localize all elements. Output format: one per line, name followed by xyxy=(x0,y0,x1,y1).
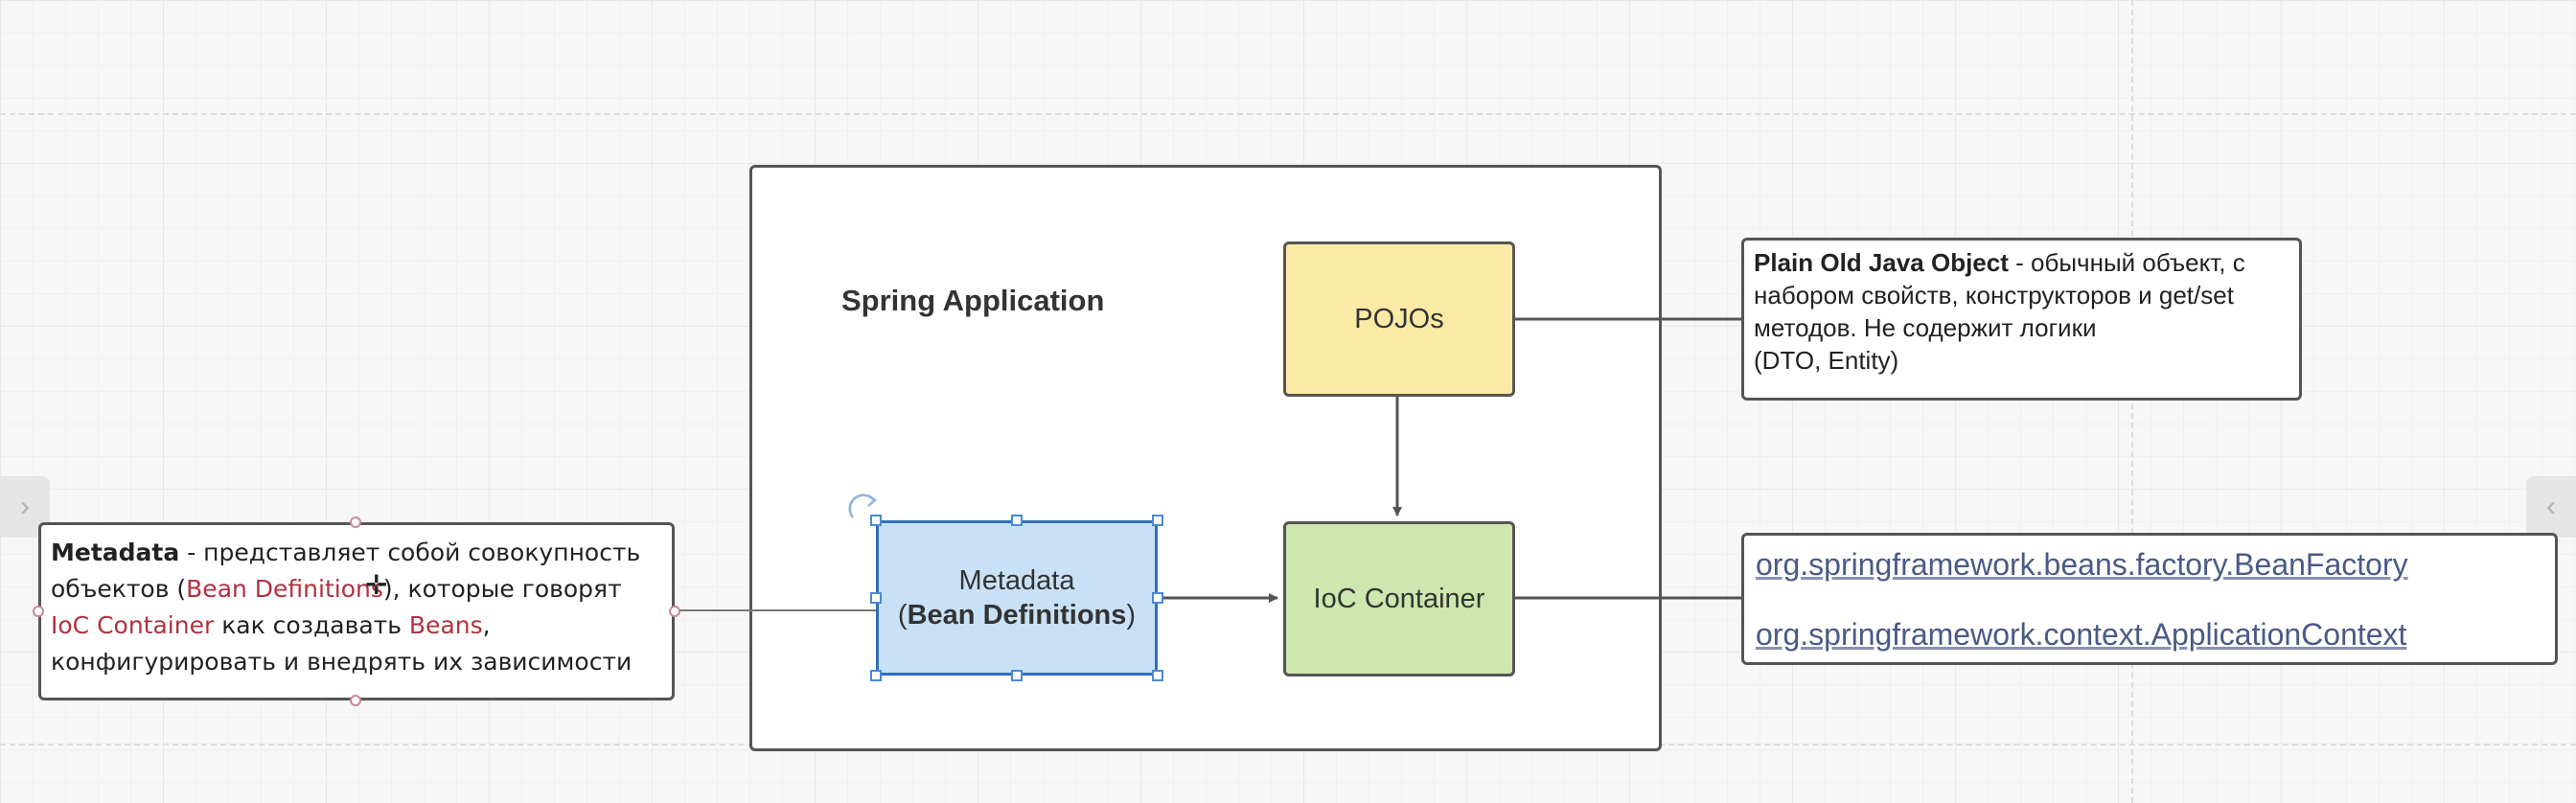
chevron-left-icon: ‹ xyxy=(2546,491,2556,522)
metadata-note-title: Metadata xyxy=(51,539,180,566)
metadata-description-note[interactable]: Metadata - представляет собой совокупнос… xyxy=(38,522,675,700)
connection-point-top[interactable] xyxy=(350,516,361,528)
resize-handle-w[interactable] xyxy=(870,592,882,604)
ioc-container-node[interactable]: IoC Container xyxy=(1283,521,1515,677)
application-context-link[interactable]: org.springframework.context.ApplicationC… xyxy=(1756,617,2407,652)
connection-point-right[interactable] xyxy=(669,606,680,617)
spring-interfaces-note[interactable]: org.springframework.beans.factory.BeanFa… xyxy=(1741,533,2558,665)
ioc-container-highlight: IoC Container xyxy=(51,611,215,639)
resize-handle-se[interactable] xyxy=(1152,670,1163,681)
container-title: Spring Application xyxy=(841,284,1105,317)
pojos-label: POJOs xyxy=(1354,304,1444,334)
pojo-note-text: - обычный объект, с набором свойств, кон… xyxy=(1754,248,2245,342)
metadata-node[interactable]: Metadata (Bean Definitions) xyxy=(876,520,1158,676)
resize-handle-sw[interactable] xyxy=(870,670,882,681)
resize-handle-nw[interactable] xyxy=(870,515,882,526)
guide-line-right xyxy=(2131,0,2133,803)
right-panel-toggle[interactable]: ‹ xyxy=(2526,476,2576,538)
beans-highlight: Beans xyxy=(408,611,483,639)
resize-handle-ne[interactable] xyxy=(1152,515,1163,526)
metadata-label: Metadata xyxy=(958,565,1075,596)
chevron-right-icon: › xyxy=(20,491,30,522)
ioc-container-label: IoC Container xyxy=(1313,584,1485,614)
bean-factory-link[interactable]: org.springframework.beans.factory.BeanFa… xyxy=(1756,547,2408,582)
pojo-note-examples: (DTO, Entity) xyxy=(1754,346,1899,375)
resize-handle-s[interactable] xyxy=(1011,670,1023,681)
bean-definitions-highlight: Bean Definitions xyxy=(186,575,383,603)
guide-line-top xyxy=(0,113,2576,115)
resize-handle-e[interactable] xyxy=(1152,592,1163,604)
connection-point-bottom[interactable] xyxy=(350,695,361,706)
pojo-description-note[interactable]: Plain Old Java Object - обычный объект, … xyxy=(1741,238,2302,401)
metadata-sublabel: (Bean Definitions) xyxy=(897,600,1137,631)
resize-handle-n[interactable] xyxy=(1011,515,1023,526)
pojos-node[interactable]: POJOs xyxy=(1283,241,1515,397)
connection-point-left[interactable] xyxy=(33,606,44,617)
pojo-note-title: Plain Old Java Object xyxy=(1754,248,2009,277)
move-cursor-icon: ✛ xyxy=(365,570,388,600)
